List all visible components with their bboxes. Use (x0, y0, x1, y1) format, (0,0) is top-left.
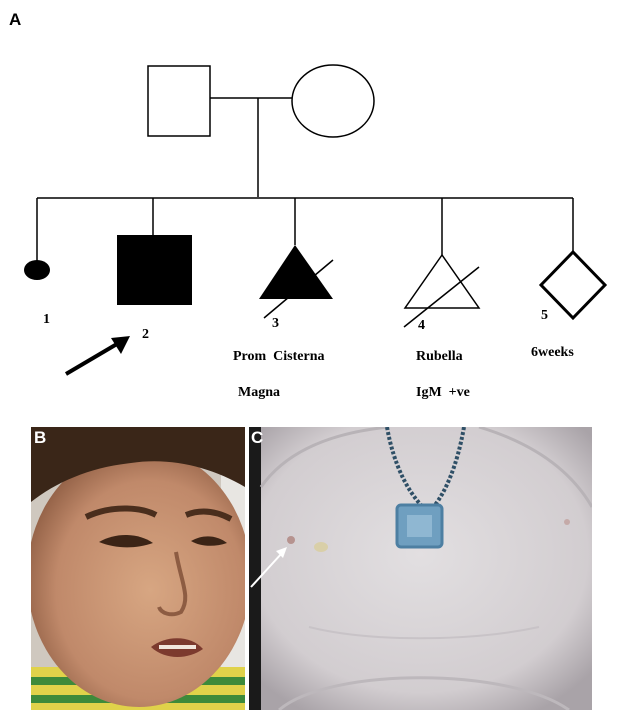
child-3-note-line1: Prom Cisterna (233, 349, 325, 365)
child-2-number: 2 (142, 327, 149, 343)
panel-b-photo (31, 427, 245, 710)
mother-symbol (292, 65, 374, 137)
child-4-note-line2: IgM +ve (416, 385, 470, 401)
panel-c-photo (249, 427, 592, 710)
child-4-note-line1: Rubella (416, 349, 463, 365)
child-4-deceased-slash (404, 267, 479, 327)
child-2-symbol (117, 235, 192, 305)
child-face-illustration (31, 427, 245, 710)
father-symbol (148, 66, 210, 136)
child-4-number: 4 (418, 318, 425, 334)
child-3-note-line2: Magna (238, 385, 280, 401)
child-3-number: 3 (272, 316, 279, 332)
child-1-number: 1 (43, 312, 50, 328)
panel-c-label: C (251, 428, 263, 448)
child-4-symbol (405, 255, 479, 308)
panel-b-label: B (34, 428, 46, 448)
child-5-note-line1: 6weeks (531, 345, 574, 361)
proband-arrow-icon (66, 336, 130, 374)
chest-illustration (249, 427, 592, 710)
child-5-symbol (541, 252, 605, 318)
child-5-number: 5 (541, 308, 548, 324)
child-1-symbol (24, 260, 50, 280)
